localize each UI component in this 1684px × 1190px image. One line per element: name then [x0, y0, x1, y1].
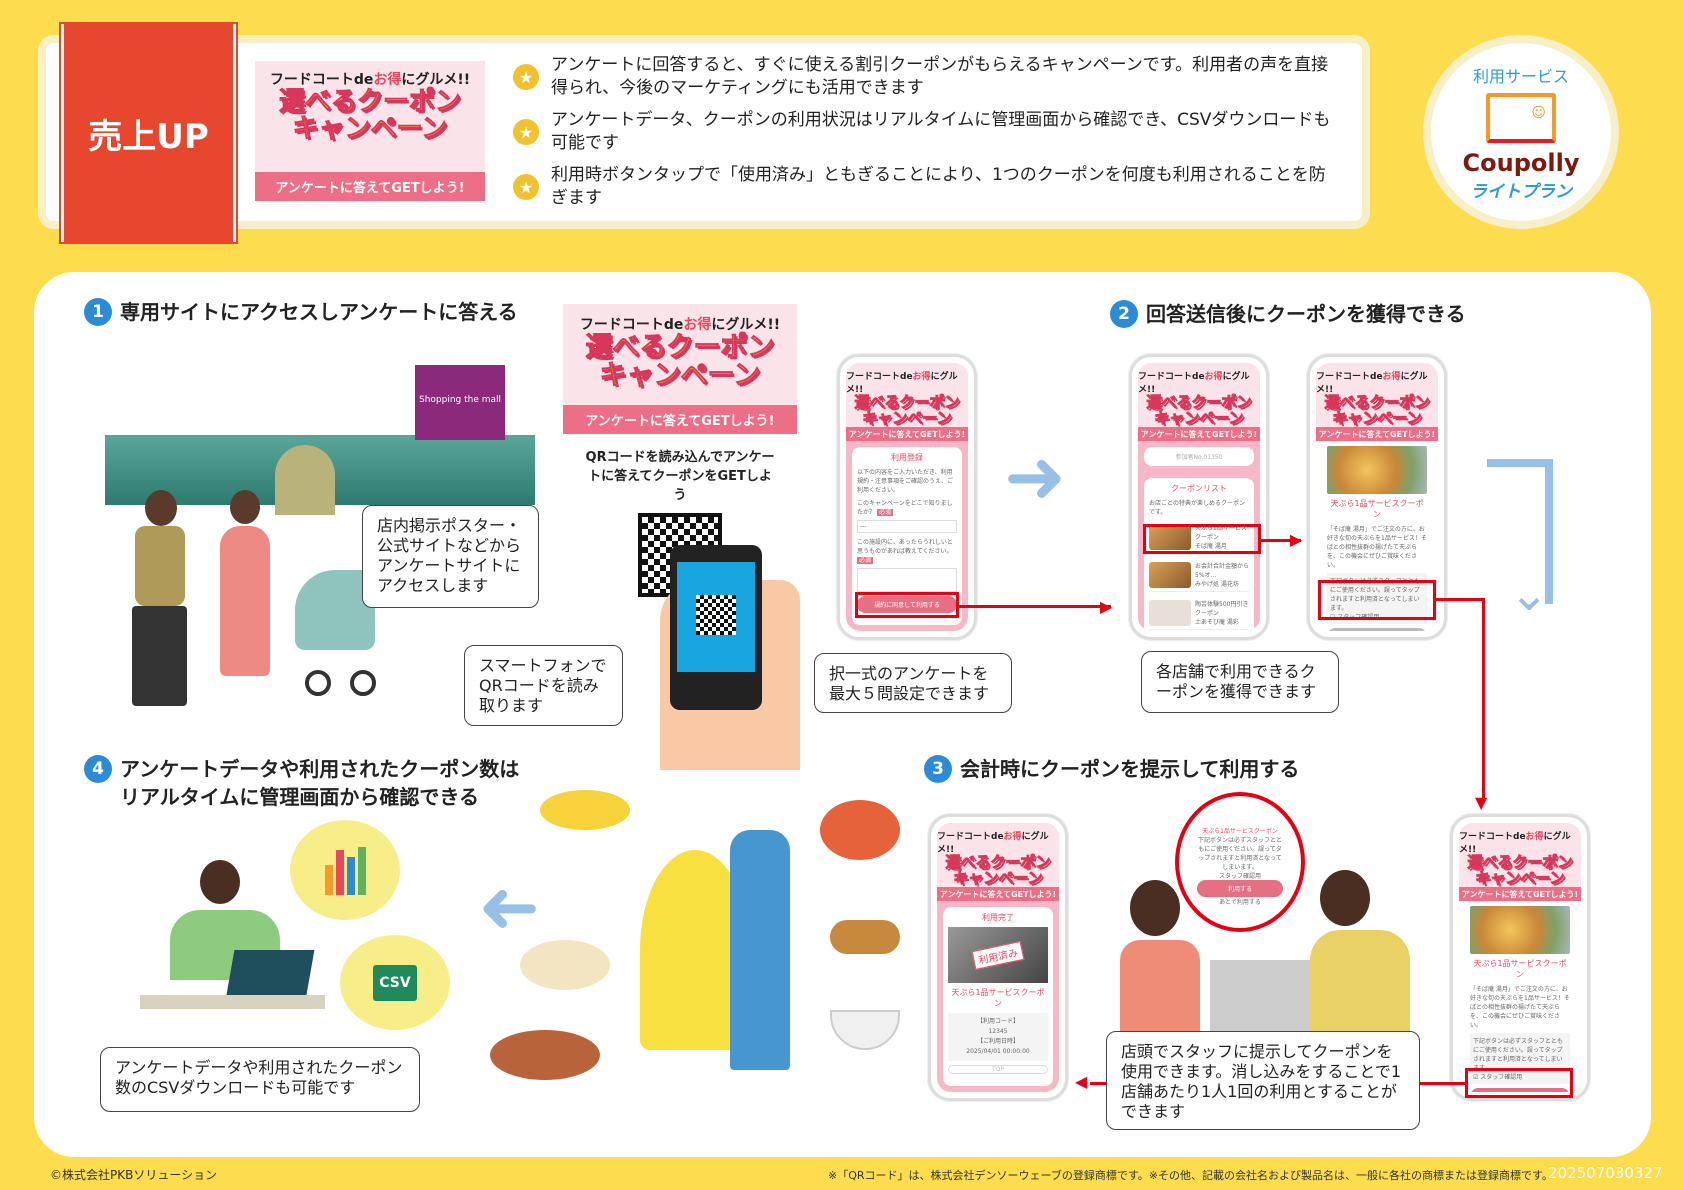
connector-line [959, 605, 1111, 608]
arrow-right-icon: ▶ [1100, 597, 1113, 616]
feature-item: ★アンケートデータ、クーポンの利用状況はリアルタイムに管理画面から確認でき、CS… [513, 109, 1333, 155]
tempura-photo [1327, 446, 1427, 494]
feature-list: ★アンケートに回答すると、すぐに使える割引クーポンがもらえるキャンペーンです。利… [513, 54, 1333, 219]
phone-coupon-list: フードコートdeお得にグルメ!! 選べるクーポンキャンペーン アンケートに答えて… [1129, 354, 1269, 640]
food-photo [1149, 523, 1191, 550]
coupon-ticket-icon: ☺ [1486, 92, 1556, 143]
copyright: ©株式会社PKBソリューション [50, 1168, 218, 1182]
trademark-note: ※「QRコード」は、株式会社デンソーウェーブの登録商標です。※その他、記載の会社… [828, 1169, 1553, 1182]
redeem-callout: 店頭でスタッフに提示してクーポンを使用できます。消し込みをすることで1店舗あたり… [1106, 1031, 1420, 1130]
admin-pc-illustration: CSV [140, 820, 460, 1030]
coupon-list-item[interactable]: お会計合計金額から5%オ...みやげ処 湯花坊 [1149, 558, 1249, 592]
csv-file-icon: CSV [340, 935, 450, 1030]
connector-line [1420, 1082, 1465, 1085]
use-button[interactable]: 利用する [1470, 1088, 1570, 1092]
document-code: 202507030327 [1548, 1164, 1663, 1182]
family-illustration [110, 490, 400, 720]
arrow-head-icon: ⌄ [1509, 566, 1550, 622]
hand-holding-phone [640, 540, 800, 770]
arrow-down-icon: ▼ [1475, 793, 1488, 812]
feature-item: ★アンケートに回答すると、すぐに使える割引クーポンがもらえるキャンペーンです。利… [513, 54, 1333, 100]
connector-line [1090, 1082, 1106, 1085]
star-icon: ★ [513, 119, 539, 145]
star-icon: ★ [513, 174, 539, 200]
staff-checkbox[interactable]: ☑ スタッフ確認用 [1473, 1074, 1523, 1081]
answer-select[interactable]: --- [857, 520, 957, 533]
coupon-callout: 各店舗で利用できるクーポンを獲得できます [1141, 651, 1339, 713]
food-photo [1149, 599, 1191, 626]
answer-textarea[interactable] [857, 568, 957, 592]
top-button[interactable]: TOP [948, 1065, 1048, 1074]
connector-line [1436, 598, 1484, 601]
blue-arrow-left-icon: ➜ [478, 864, 541, 950]
campaign-banner: フードコートdeお得にグルメ!! 選べるクーポンキャンペーン アンケートに答えて… [255, 61, 485, 201]
blue-arrow-right-icon: ➜ [1004, 434, 1067, 520]
csv-callout: アンケートデータや利用されたクーポン数のCSVダウンロードも可能です [100, 1047, 420, 1112]
counter-scene-illustration: 天ぷら1品サービスクーポン下記ボタンは必ずスタッフとともにご使用ください。誤って… [1120, 792, 1420, 1040]
use-button[interactable]: 利用する [1327, 628, 1427, 631]
feature-item: ★利用時ボタンタップで「使用済み」ともぎることにより、1つのクーポンを何度も利用… [513, 164, 1333, 210]
zoom-callout-circle: 天ぷら1品サービスクーポン下記ボタンは必ずスタッフとともにご使用ください。誤って… [1175, 792, 1305, 932]
sales-up-ribbon: 売上UP [59, 22, 238, 244]
scan-callout: スマートフォンでQRコードを読み取ります [464, 645, 623, 726]
phone-redeemed: フードコートdeお得にグルメ!! 選べるクーポンキャンペーン アンケートに答えて… [928, 814, 1068, 1101]
arrow-left-icon: ◀ [1075, 1072, 1088, 1091]
connector-line [1261, 539, 1301, 542]
tempura-photo [1470, 906, 1570, 954]
used-stamp: 利用済み [971, 940, 1025, 970]
shopping-mall-illustration: Shopping the mall [105, 365, 535, 535]
phone-use-coupon: フードコートdeお得にグルメ!! 選べるクーポンキャンペーン アンケートに答えて… [1450, 814, 1590, 1101]
arrow-right-icon: ▶ [1290, 530, 1303, 549]
poster-callout: 店内掲示ポスター・公式サイトなどからアンケートサイトにアクセスします [362, 505, 539, 608]
highlight-box [1465, 1068, 1573, 1098]
connector-line [1482, 598, 1485, 798]
food-photo [1149, 561, 1191, 588]
agree-button[interactable]: 規約に同意して利用する [857, 596, 957, 613]
registration-form: 利用登録 以下の内容をご入力いただき、利用規約・注意事項をご確認のうえ、ご利用く… [852, 447, 962, 625]
coupon-list-item[interactable]: 陶芸体験500円引きクーポン土あそび庵 湯彩 [1149, 596, 1249, 630]
highlight-box [855, 592, 959, 618]
bar-chart-icon [290, 820, 400, 920]
highlight-box [1143, 524, 1261, 554]
survey-callout: 択一式のアンケートを最大５問設定できます [814, 653, 1012, 713]
food-and-people-illustration [490, 790, 910, 1090]
phone-coupon-detail: フードコートdeお得にグルメ!! 選べるクーポンキャンペーン アンケートに答えて… [1307, 354, 1447, 640]
service-badge: 利用サービス ☺ Coupolly ライトプラン [1423, 35, 1619, 229]
blue-arrow-down-icon [1487, 459, 1553, 604]
star-icon: ★ [513, 64, 539, 90]
highlight-box [1318, 580, 1436, 620]
used-photo: 利用済み [948, 927, 1048, 983]
